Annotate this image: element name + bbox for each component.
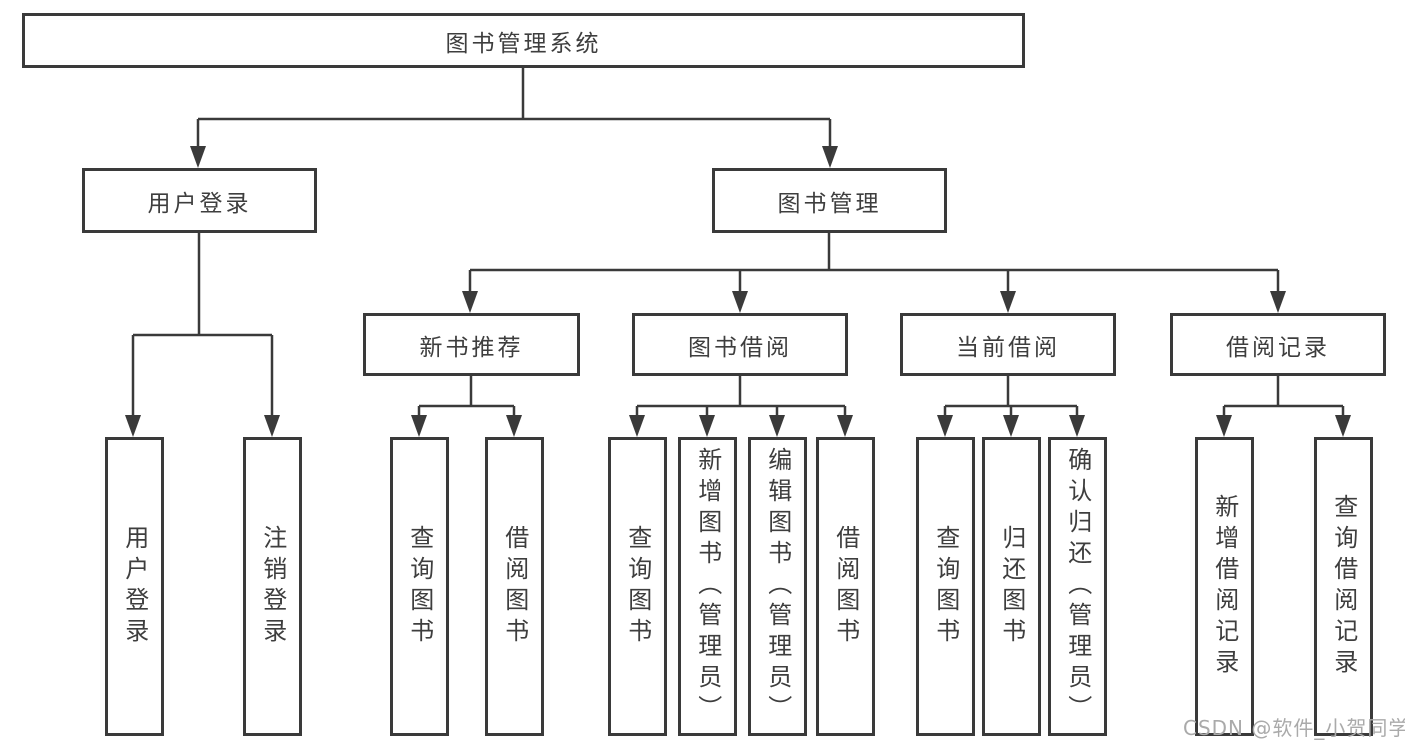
leaf-query-borrow-record: 查询借阅记录 <box>1314 437 1373 736</box>
node-borrowing-records: 借阅记录 <box>1170 313 1386 376</box>
leaf-borrow-books-recommend: 借阅图书 <box>485 437 544 736</box>
node-label: 借阅记录 <box>1226 334 1330 361</box>
leaf-add-borrow-record: 新增借阅记录 <box>1195 437 1254 736</box>
leaf-logout-login: 注销登录 <box>243 437 302 736</box>
node-label: 查询图书 <box>405 524 434 649</box>
node-book-management: 图书管理 <box>712 168 947 233</box>
node-label: 新增图书（管理员） <box>693 447 722 726</box>
node-label: 查询图书 <box>931 524 960 649</box>
leaf-edit-books-admin: 编辑图书（管理员） <box>748 437 807 736</box>
node-label: 当前借阅 <box>956 334 1060 361</box>
node-label: 新增借阅记录 <box>1210 493 1239 680</box>
node-current-borrowing: 当前借阅 <box>900 313 1116 376</box>
node-label: 注销登录 <box>258 524 287 649</box>
node-label: 图书借阅 <box>688 334 792 361</box>
node-library-management-system: 图书管理系统 <box>22 13 1025 68</box>
arrowheads <box>125 146 1351 437</box>
node-label: 借阅图书 <box>500 524 529 649</box>
node-new-book-recommendation: 新书推荐 <box>363 313 580 376</box>
node-label: 用户登录 <box>147 190 252 217</box>
leaf-query-books-recommend: 查询图书 <box>390 437 449 736</box>
leaf-user-login: 用户登录 <box>105 437 164 736</box>
node-label: 查询图书 <box>623 524 652 649</box>
leaf-add-books-admin: 新增图书（管理员） <box>678 437 737 736</box>
leaf-confirm-return-admin: 确认归还（管理员） <box>1048 437 1107 736</box>
node-label: 新书推荐 <box>419 334 524 361</box>
node-label: 归还图书 <box>997 524 1026 649</box>
node-label: 查询借阅记录 <box>1329 493 1358 680</box>
node-label: 图书管理系统 <box>445 30 602 57</box>
node-label: 图书管理 <box>777 190 882 217</box>
watermark: CSDN @软件_小贺同学 <box>1183 716 1405 740</box>
node-label: 确认归还（管理员） <box>1063 447 1092 726</box>
leaf-query-books-borrowing: 查询图书 <box>608 437 667 736</box>
node-label: 用户登录 <box>120 524 149 649</box>
leaf-query-books-current: 查询图书 <box>916 437 975 736</box>
leaf-borrow-books-borrowing: 借阅图书 <box>816 437 875 736</box>
node-user-login: 用户登录 <box>82 168 317 233</box>
node-label: 借阅图书 <box>831 524 860 649</box>
node-label: 编辑图书（管理员） <box>763 447 792 726</box>
leaf-return-books: 归还图书 <box>982 437 1041 736</box>
node-book-borrowing: 图书借阅 <box>632 313 848 376</box>
